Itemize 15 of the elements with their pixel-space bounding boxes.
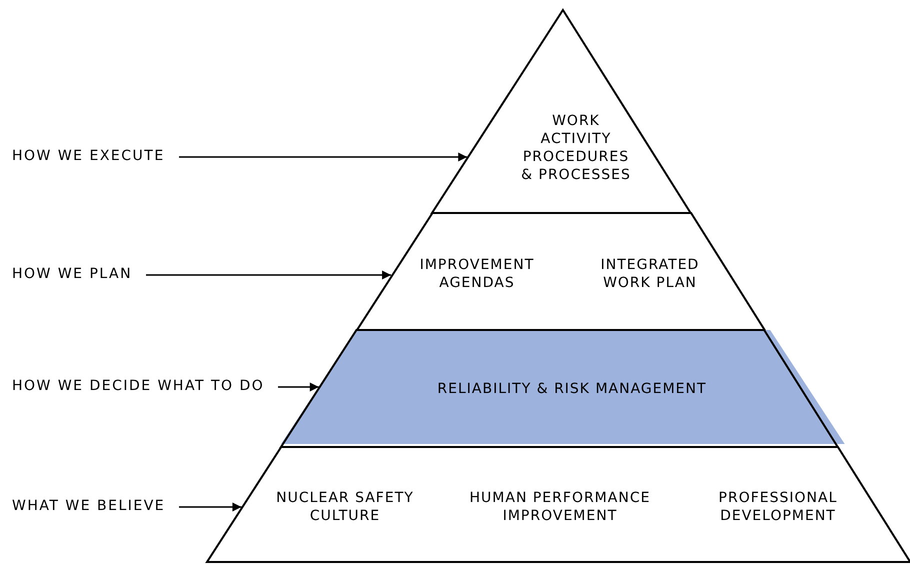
tier-text: WORK ACTIVITY PROCEDURES & PROCESSES bbox=[520, 112, 632, 184]
tier-text: IMPROVEMENT AGENDAS bbox=[418, 256, 536, 292]
arrow bbox=[146, 270, 392, 280]
side-label: WHAT WE BELIEVE bbox=[12, 498, 166, 514]
tier-text: RELIABILITY & RISK MANAGEMENT bbox=[436, 380, 708, 398]
side-label: HOW WE PLAN bbox=[12, 266, 132, 282]
arrow bbox=[278, 382, 319, 392]
side-label: HOW WE DECIDE WHAT TO DO bbox=[12, 378, 264, 394]
arrow bbox=[179, 152, 468, 162]
arrow bbox=[179, 502, 242, 512]
tier-text: HUMAN PERFORMANCE IMPROVEMENT bbox=[468, 489, 652, 525]
tier-text: INTEGRATED WORK PLAN bbox=[600, 256, 700, 292]
tier-text: NUCLEAR SAFETY CULTURE bbox=[275, 489, 415, 525]
side-label: HOW WE EXECUTE bbox=[12, 148, 165, 164]
tier-text: PROFESSIONAL DEVELOPMENT bbox=[718, 489, 838, 525]
